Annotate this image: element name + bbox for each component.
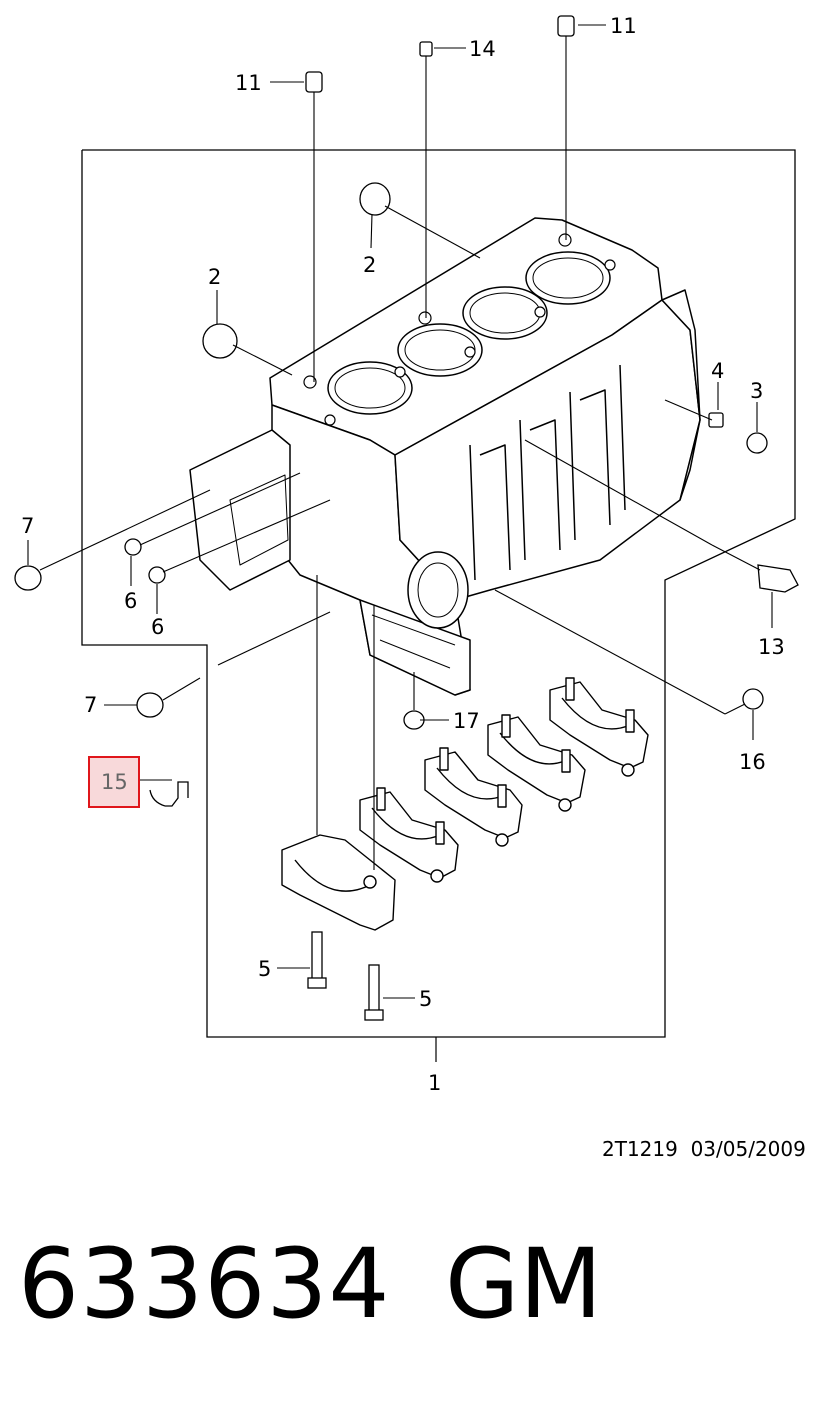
callout-4: 4 bbox=[711, 359, 724, 383]
main-bearing-caps bbox=[281, 677, 649, 931]
callout-5-right: 5 bbox=[419, 987, 432, 1011]
callout-13: 13 bbox=[758, 635, 785, 659]
leader-lines bbox=[27, 24, 773, 999]
drawing-date: 03/05/2009 bbox=[690, 1137, 806, 1161]
callout-16: 16 bbox=[739, 750, 766, 774]
callout-7-upper: 7 bbox=[21, 514, 34, 538]
callout-11-right: 11 bbox=[610, 14, 637, 38]
callout-3: 3 bbox=[750, 379, 763, 403]
callout-15: 15 bbox=[101, 770, 128, 794]
callout-2-upper: 2 bbox=[363, 253, 376, 277]
bearing-cap-bolts bbox=[307, 931, 384, 1021]
callout-7-lower: 7 bbox=[84, 693, 97, 717]
callout-5-left: 5 bbox=[258, 957, 271, 981]
highlighted-callout-box bbox=[88, 756, 140, 808]
drawing-stamp: 2T1219 03/05/2009 bbox=[602, 1137, 806, 1161]
part-number: 633634 bbox=[18, 1228, 391, 1340]
callout-14: 14 bbox=[469, 37, 496, 61]
deck-bolt-holes bbox=[303, 233, 616, 426]
callout-2-left: 2 bbox=[208, 265, 221, 289]
callout-17: 17 bbox=[453, 709, 480, 733]
drawing-code: 2T1219 bbox=[602, 1137, 678, 1161]
assembly-boundary bbox=[81, 149, 796, 1038]
callout-6-left: 6 bbox=[124, 589, 137, 613]
callout-11-left: 11 bbox=[235, 71, 262, 95]
callout-6-right: 6 bbox=[151, 615, 164, 639]
callout-1: 1 bbox=[428, 1071, 441, 1095]
cylinder-bores bbox=[327, 251, 611, 415]
cylinder-block bbox=[189, 217, 701, 696]
brand-label: GM bbox=[445, 1228, 603, 1340]
